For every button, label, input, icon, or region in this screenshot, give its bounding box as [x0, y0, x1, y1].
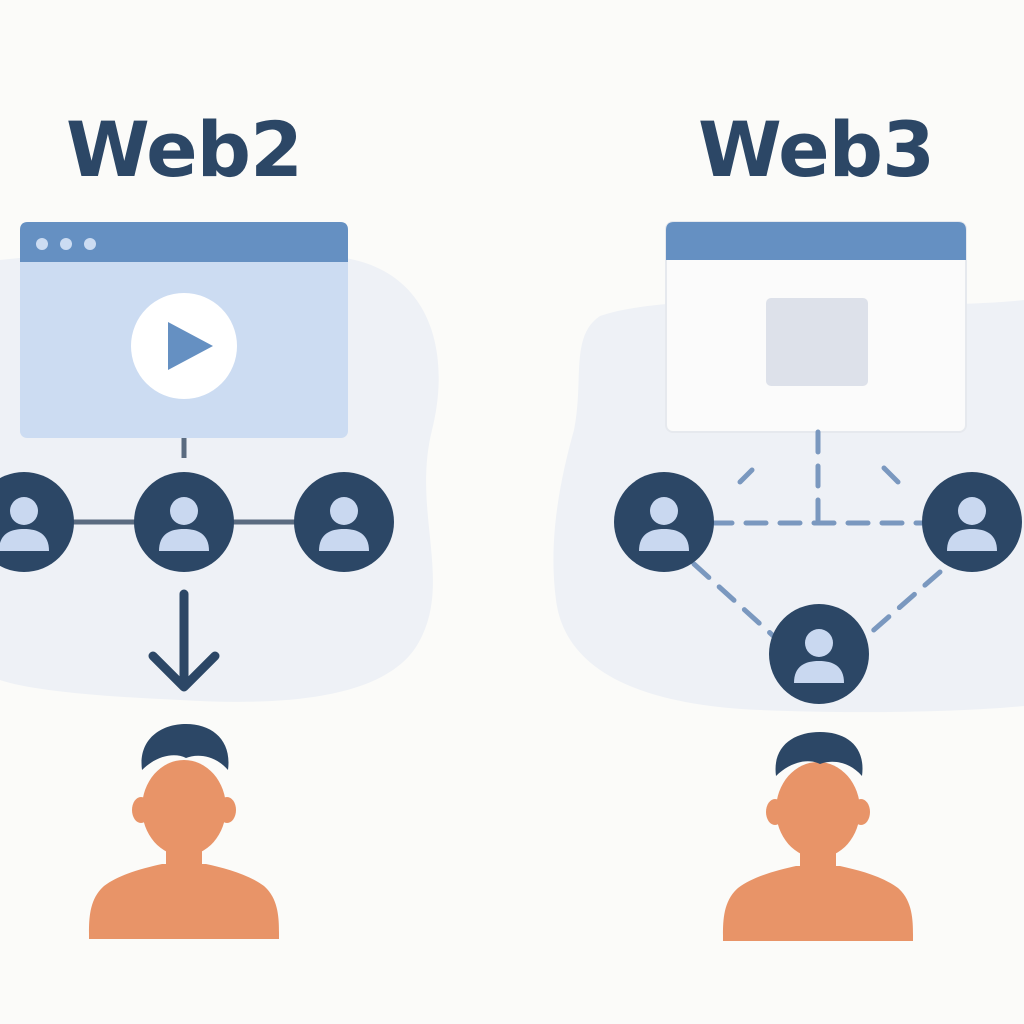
web3-peer-node-bottom [769, 604, 869, 704]
web3-dashed-connections [691, 429, 943, 645]
person-icon [88, 760, 280, 939]
web2-person [88, 724, 280, 939]
web2-browser-window [20, 222, 348, 438]
web2-central-server-node [134, 472, 234, 572]
window-dot-icon [84, 238, 96, 250]
window-dot-icon [60, 238, 72, 250]
person-icon [722, 762, 914, 941]
web3-peer-node-left [614, 472, 714, 572]
web3-title: Web3 [698, 105, 935, 194]
web2-title: Web2 [66, 105, 303, 194]
play-icon [131, 293, 237, 399]
web2-user-node-left [0, 472, 74, 572]
web3-person [722, 732, 914, 941]
content-block [766, 298, 868, 386]
web3-browser-window [665, 221, 967, 433]
web3-peer-node-right [922, 472, 1022, 572]
arrow-down-icon [148, 589, 220, 692]
web2-user-node-right [294, 472, 394, 572]
window-dot-icon [36, 238, 48, 250]
